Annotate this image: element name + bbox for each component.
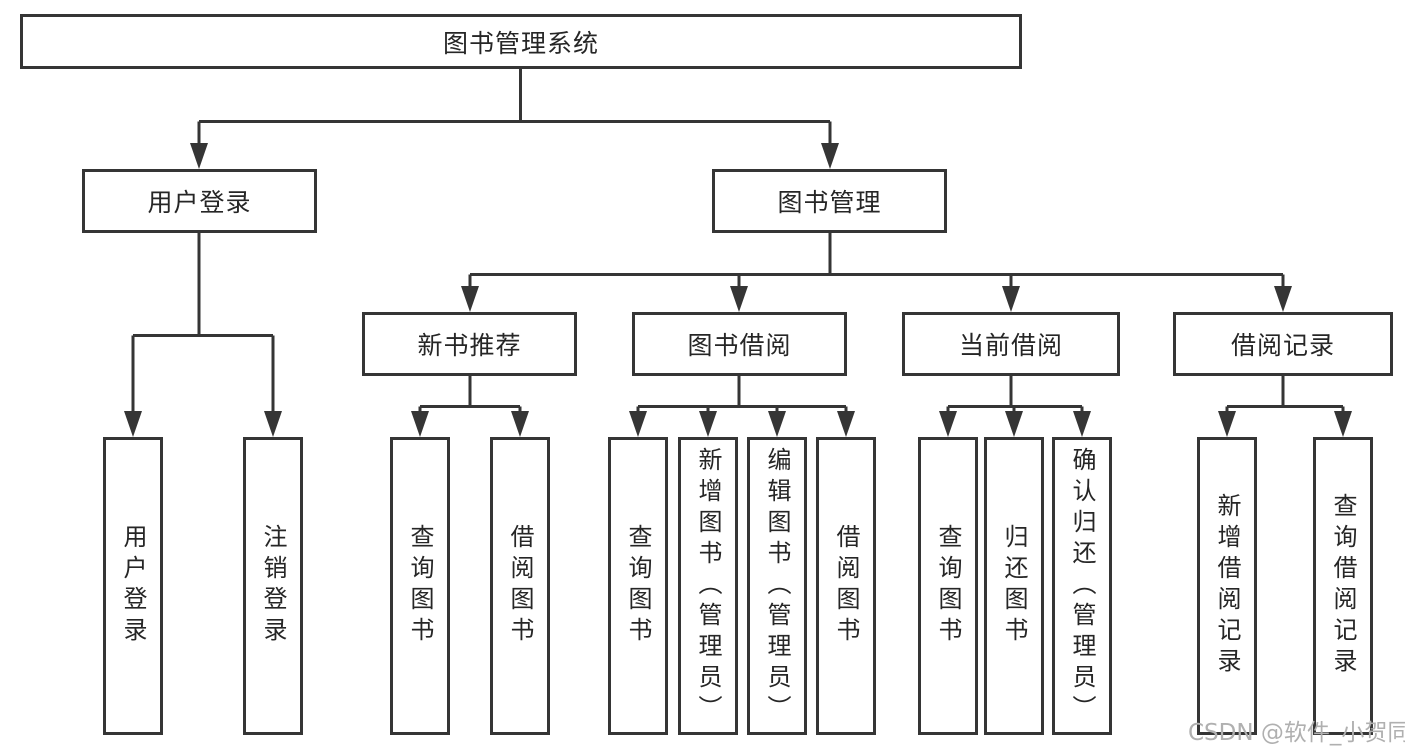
- watermark-text: CSDN @软件_小贺同学: [1188, 720, 1405, 746]
- arrowhead-icon: [511, 411, 529, 437]
- node-book-management: 图书管理: [712, 169, 947, 233]
- node-book-management-label: 图书管理: [777, 188, 882, 217]
- node-new-book-recommend: 新书推荐: [362, 312, 577, 376]
- node-user-login: 用户登录: [82, 169, 317, 233]
- arrowheads: [124, 143, 1352, 437]
- node-user-login-label: 用户登录: [147, 188, 252, 217]
- arrowhead-icon: [1002, 286, 1020, 312]
- node-book-borrow-label: 图书借阅: [687, 331, 792, 360]
- leaf-confirm-return-admin: 确认归还（管理员）: [1052, 437, 1112, 735]
- connector-bookmgmt-to-level2: [468, 233, 1285, 291]
- arrowhead-icon: [1005, 411, 1023, 437]
- connector-records-to-leaves: [1225, 376, 1345, 414]
- connector-userlogin-to-leaves: [131, 233, 275, 416]
- arrowhead-icon: [461, 286, 479, 312]
- node-borrow-records-label: 借阅记录: [1230, 331, 1335, 360]
- leaf-user-login: 用户登录: [103, 437, 163, 735]
- leaf-borrow-books-label: 借阅图书: [832, 524, 860, 648]
- arrowhead-icon: [699, 411, 717, 437]
- arrowhead-icon: [1073, 411, 1091, 437]
- arrowhead-icon: [629, 411, 647, 437]
- leaf-edit-books-admin: 编辑图书（管理员）: [747, 437, 807, 735]
- leaf-add-books-admin-label: 新增图书（管理员）: [694, 446, 722, 726]
- leaf-query-books-recommend-label: 查询图书: [406, 524, 434, 648]
- arrowhead-icon: [1218, 411, 1236, 437]
- connector-current-to-leaves: [946, 376, 1084, 414]
- arrowhead-icon: [190, 143, 208, 169]
- node-borrow-records: 借阅记录: [1173, 312, 1393, 376]
- connector-recommend-to-leaves: [418, 376, 522, 414]
- leaf-borrow-books: 借阅图书: [816, 437, 876, 735]
- leaf-return-books: 归还图书: [984, 437, 1044, 735]
- leaf-add-books-admin: 新增图书（管理员）: [678, 437, 738, 735]
- leaf-logout-login-label: 注销登录: [259, 524, 287, 648]
- arrowhead-icon: [411, 411, 429, 437]
- leaf-borrow-books-recommend-label: 借阅图书: [506, 524, 534, 648]
- leaf-logout-login: 注销登录: [243, 437, 303, 735]
- node-root: 图书管理系统: [20, 14, 1022, 69]
- arrowhead-icon: [730, 286, 748, 312]
- arrowhead-icon: [1274, 286, 1292, 312]
- node-current-borrow: 当前借阅: [902, 312, 1120, 376]
- connector-root-to-level1: [197, 68, 832, 148]
- leaf-query-books-borrow-label: 查询图书: [624, 524, 652, 648]
- leaf-user-login-label: 用户登录: [119, 524, 147, 648]
- node-root-label: 图书管理系统: [442, 28, 599, 58]
- arrowhead-icon: [264, 411, 282, 437]
- node-book-borrow: 图书借阅: [632, 312, 847, 376]
- leaf-query-books-recommend: 查询图书: [390, 437, 450, 735]
- leaf-query-books-borrow: 查询图书: [608, 437, 668, 735]
- leaf-return-books-label: 归还图书: [1000, 524, 1028, 648]
- arrowhead-icon: [837, 411, 855, 437]
- leaf-confirm-return-admin-label: 确认归还（管理员）: [1068, 446, 1096, 726]
- leaf-query-books-current: 查询图书: [918, 437, 978, 735]
- node-new-book-recommend-label: 新书推荐: [417, 331, 522, 360]
- node-current-borrow-label: 当前借阅: [958, 331, 1063, 360]
- arrowhead-icon: [939, 411, 957, 437]
- arrowhead-icon: [821, 143, 839, 169]
- leaf-borrow-books-recommend: 借阅图书: [490, 437, 550, 735]
- connector-lines: [131, 68, 1345, 416]
- arrowhead-icon: [1334, 411, 1352, 437]
- leaf-add-borrow-record-label: 新增借阅记录: [1213, 493, 1241, 679]
- leaf-query-borrow-record-label: 查询借阅记录: [1329, 493, 1357, 679]
- leaf-query-borrow-record: 查询借阅记录: [1313, 437, 1373, 735]
- arrowhead-icon: [124, 411, 142, 437]
- leaf-query-books-current-label: 查询图书: [934, 524, 962, 648]
- leaf-add-borrow-record: 新增借阅记录: [1197, 437, 1257, 735]
- connector-borrow-to-leaves: [636, 376, 848, 414]
- leaf-edit-books-admin-label: 编辑图书（管理员）: [763, 446, 791, 726]
- arrowhead-icon: [768, 411, 786, 437]
